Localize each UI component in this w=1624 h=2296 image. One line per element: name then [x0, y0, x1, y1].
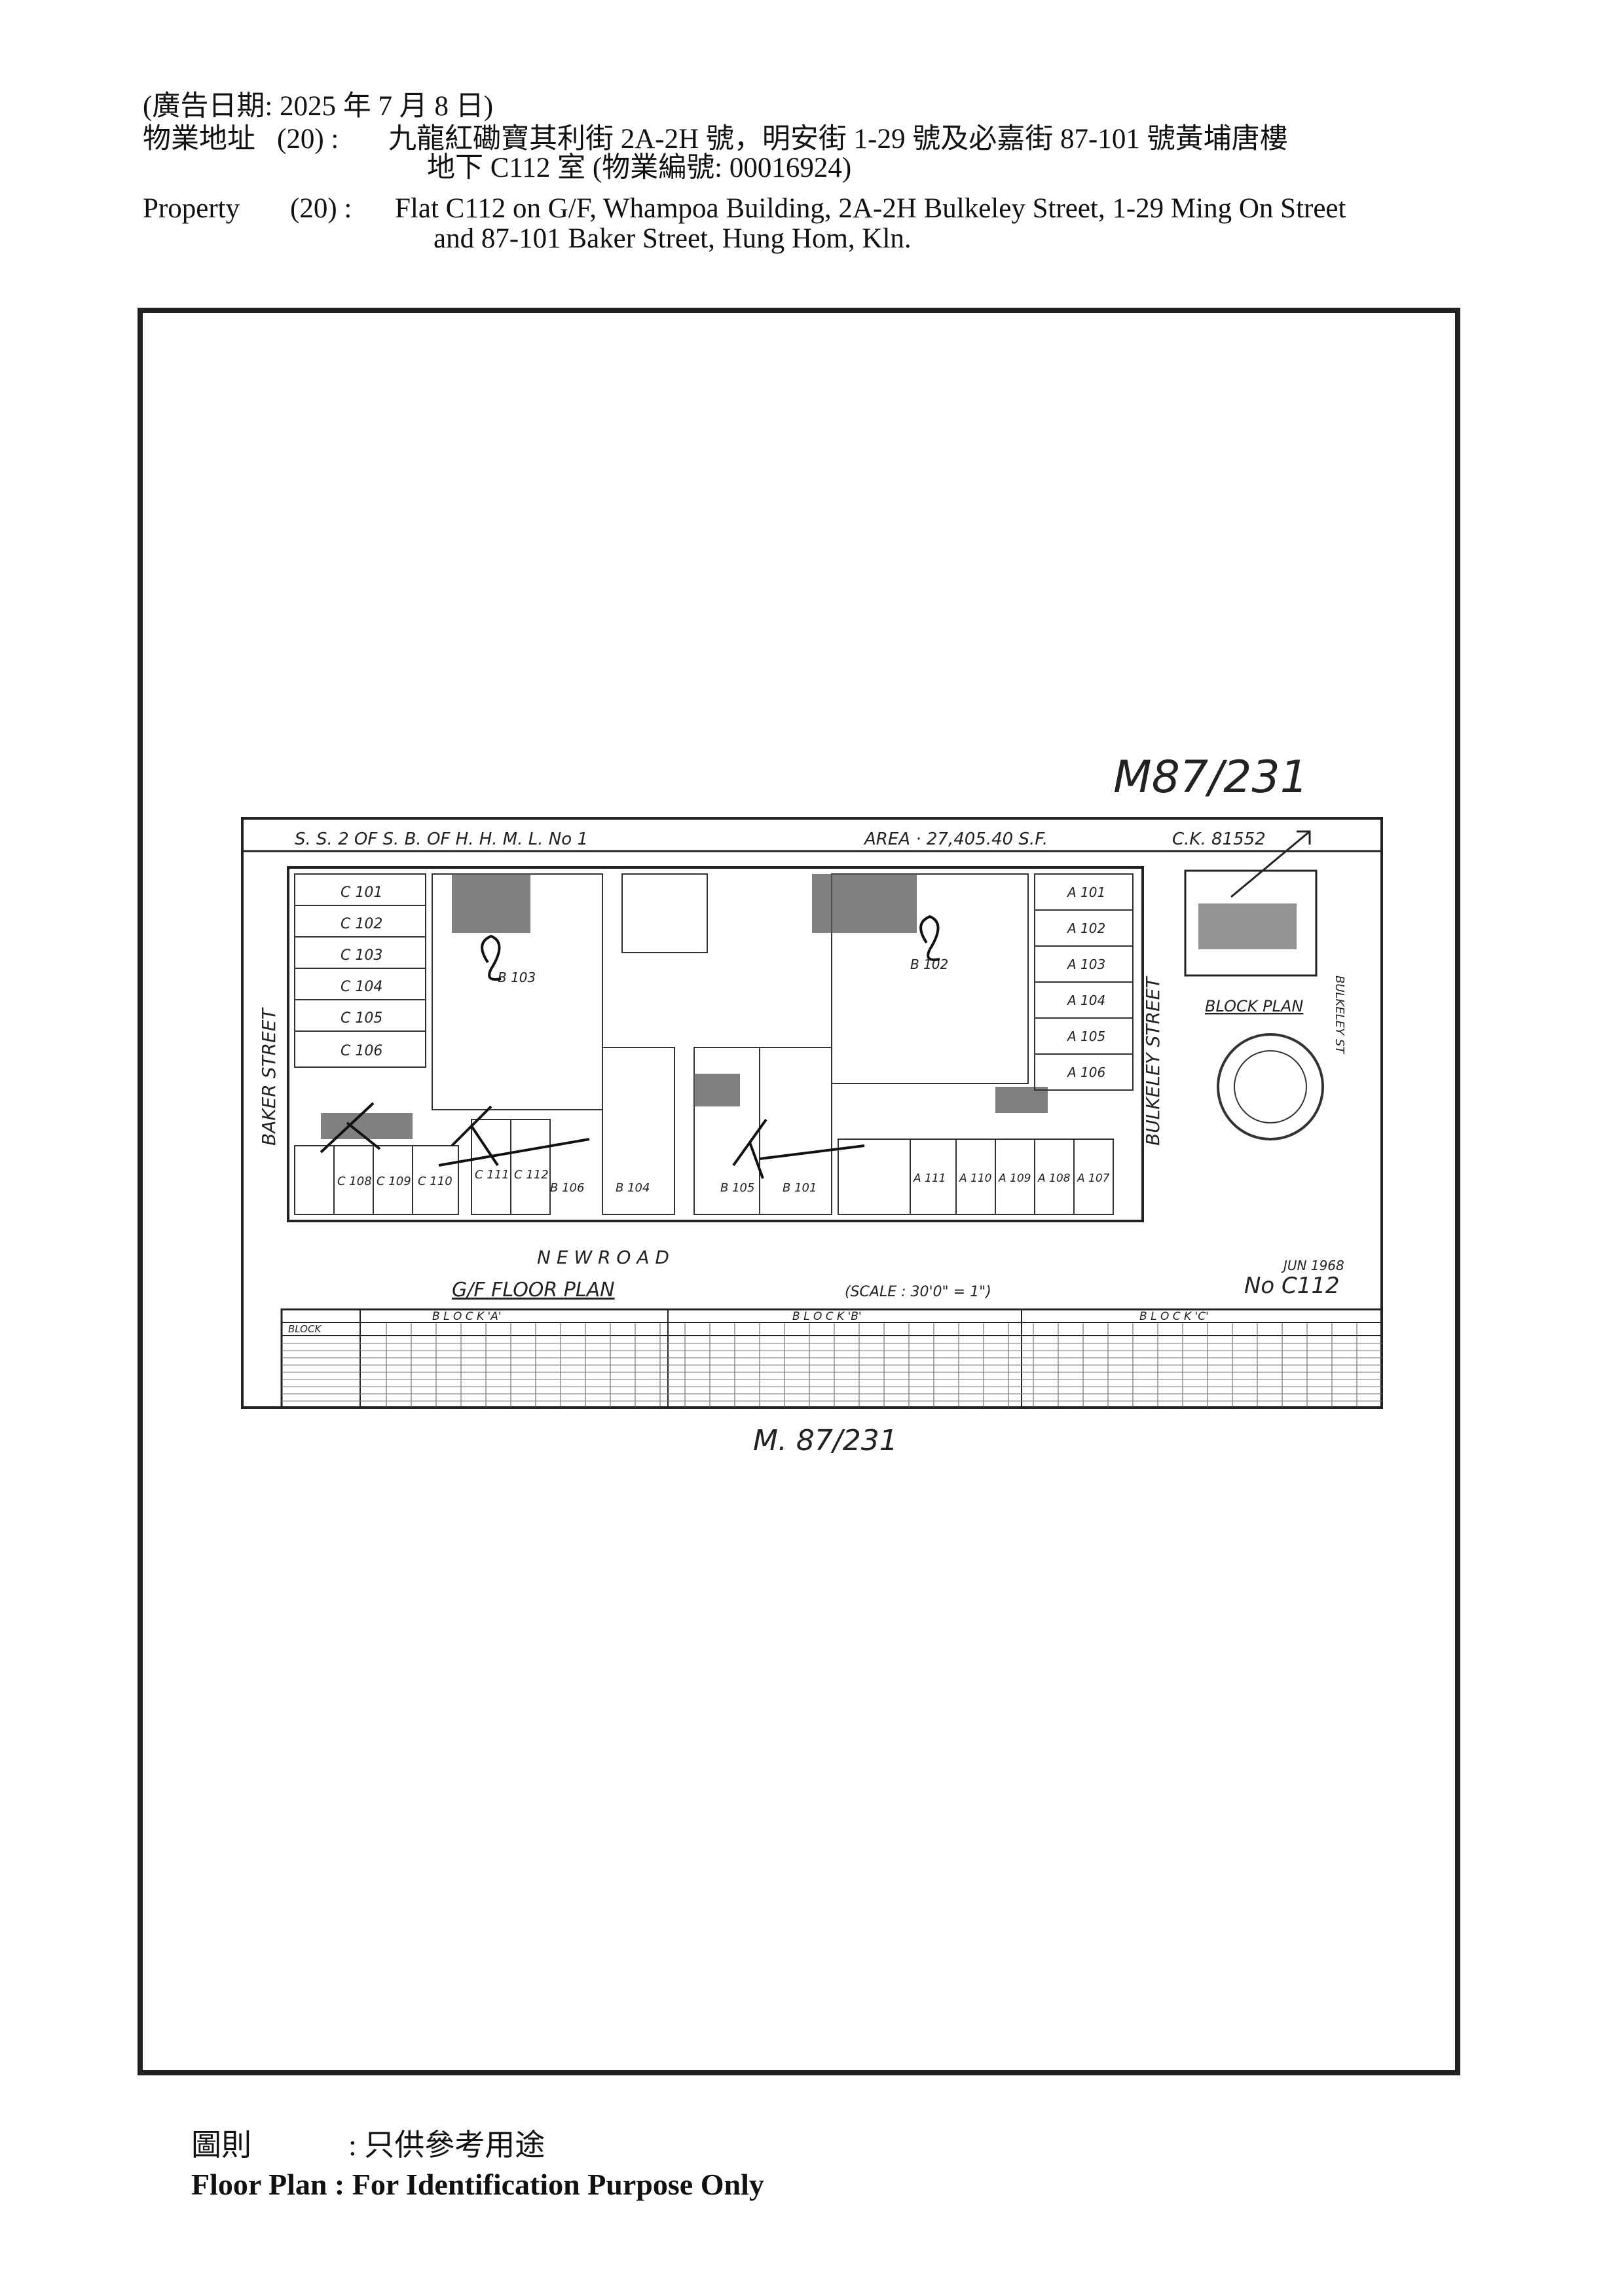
bulkeley-st-small-label: BULKELEY ST: [1333, 975, 1346, 1055]
footer-chinese-note: 圖則 : 只供參考用途: [191, 2121, 545, 2164]
unit-c110: C 110: [418, 1175, 452, 1188]
unit-c105: C 105: [341, 1010, 382, 1027]
unit-a105: A 105: [1066, 1029, 1105, 1044]
unit-c108: C 108: [337, 1175, 372, 1188]
block-plan-label: BLOCK PLAN: [1205, 997, 1303, 1015]
english-address-line: Property (20) : Flat C112 on G/F, Whampoa …: [143, 192, 1346, 225]
block-b-outline: [432, 873, 1029, 1215]
unit-a107: A 107: [1077, 1172, 1110, 1185]
block-plan-inset: [1184, 830, 1318, 977]
unit-a110: A 110: [959, 1172, 991, 1185]
footer-chinese-label: 圖則: [191, 2128, 251, 2162]
plan-scale: (SCALE : 30'0" = 1"): [845, 1284, 991, 1300]
block-c-units: [294, 873, 551, 1215]
new-road-label: N E W R O A D: [537, 1247, 669, 1268]
footer-english-note: Floor Plan : For Identification Purpose …: [191, 2168, 764, 2201]
table-block-a-header: B L O C K 'A': [432, 1310, 502, 1323]
unit-a102: A 102: [1066, 920, 1105, 936]
plan-reference-bottom: M. 87/231: [753, 1424, 898, 1457]
unit-a109: A 109: [998, 1172, 1031, 1185]
plan-reference-top: M87/231: [1113, 752, 1308, 803]
unit-schedule-table: [280, 1308, 1383, 1409]
plan-ck-number: C.K. 81552: [1172, 829, 1266, 849]
footer-chinese-text: : 只供參考用途: [348, 2128, 545, 2162]
unit-c109: C 109: [377, 1175, 411, 1188]
plan-title-strip: S. S. 2 OF S. B. OF H. H. M. L. No 1: [295, 829, 588, 849]
unit-c104: C 104: [341, 979, 382, 995]
unit-b106: B 106: [550, 1181, 584, 1195]
table-block-b-header: B L O C K 'B': [792, 1310, 862, 1323]
bulkeley-street-label: BULKELEY STREET: [1142, 976, 1164, 1146]
service-cores: [321, 874, 1048, 1139]
table-block-header: BLOCK: [288, 1323, 322, 1335]
gf-floor-plan-title: G/F FLOOR PLAN: [452, 1279, 615, 1302]
unit-c102: C 102: [341, 916, 382, 932]
unit-c103: C 103: [341, 947, 382, 964]
chinese-address-text: 九龍紅磡寶其利街 2A-2H 號，明安街 1-29 號及必嘉街 87-101 號…: [388, 124, 1288, 155]
unit-b103: B 103: [498, 970, 536, 985]
handwritten-marks: [320, 915, 940, 1179]
floor-plan-frame: [138, 308, 1460, 2075]
chinese-address-label: 物業地址: [143, 124, 255, 155]
unit-c112: C 112: [514, 1168, 549, 1182]
chinese-address-line: 物業地址 (20) : 九龍紅磡寶其利街 2A-2H 號，明安街 1-29 號及必嘉…: [143, 123, 1288, 156]
unit-c106: C 106: [341, 1043, 382, 1059]
unit-a104: A 104: [1066, 993, 1105, 1008]
unit-b101: B 101: [783, 1181, 817, 1195]
stamp-date: JUN 1968: [1281, 1258, 1344, 1273]
floor-plan-drawing: M87/231 S. S. 2 OF S. B. OF H. H. M. L. …: [241, 752, 1383, 1457]
architect-stamp: [1217, 1033, 1324, 1140]
english-address-label: Property: [143, 193, 240, 224]
unit-a106: A 106: [1066, 1065, 1105, 1080]
english-address-continued: and 87-101 Baker Street, Hung Hom, Kln.: [434, 223, 912, 254]
english-address-text: Flat C112 on G/F, Whampoa Building, 2A-2…: [395, 193, 1346, 224]
unit-b104: B 104: [616, 1181, 650, 1195]
advertisement-date: (廣告日期: 2025 年 7 月 8 日): [143, 91, 494, 122]
table-block-c-header: B L O C K 'C': [1139, 1310, 1209, 1323]
unit-c101: C 101: [341, 884, 382, 901]
flat-number: No C112: [1244, 1273, 1340, 1299]
building-outline: [287, 866, 1144, 1222]
chinese-address-continued: 地下 C112 室 (物業編號: 00016924): [427, 153, 852, 183]
unit-b105: B 105: [720, 1181, 754, 1195]
unit-a108: A 108: [1037, 1172, 1071, 1185]
plan-area: AREA · 27,405.40 S.F.: [863, 829, 1048, 849]
unit-a103: A 103: [1066, 957, 1105, 972]
unit-a111: A 111: [913, 1172, 946, 1185]
english-property-ref: (20) :: [290, 193, 352, 224]
unit-a101: A 101: [1066, 884, 1105, 900]
chinese-property-ref: (20) :: [277, 124, 339, 155]
baker-street-label: BAKER STREET: [258, 1008, 280, 1146]
unit-c111: C 111: [475, 1168, 509, 1182]
block-a-units: [955, 873, 1134, 1215]
